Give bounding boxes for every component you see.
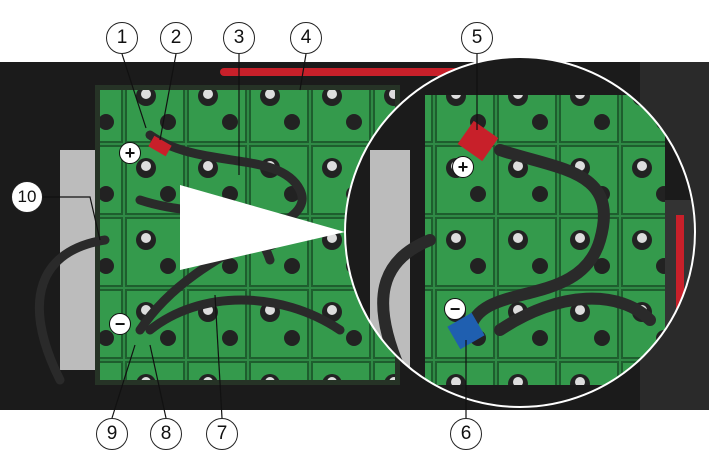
negative-sign-icon: −	[109, 313, 131, 335]
negative-sign-icon-magnified: −	[444, 298, 466, 320]
positive-sign-icon: +	[119, 142, 141, 164]
callout-8: 8	[150, 418, 182, 450]
callout-1: 1	[106, 22, 138, 54]
callout-9: 9	[96, 418, 128, 450]
leader-lines	[43, 53, 478, 419]
callout-7: 7	[206, 418, 238, 450]
magnified-view	[345, 57, 695, 407]
negative-terminal	[447, 312, 485, 350]
callout-10: 10	[11, 181, 43, 213]
positive-terminal-small	[148, 135, 172, 157]
positive-sign-icon-magnified: +	[452, 156, 474, 178]
callout-3: 3	[223, 22, 255, 54]
callout-4: 4	[290, 22, 322, 54]
positive-terminal	[457, 120, 499, 162]
callout-6: 6	[450, 418, 482, 450]
callout-2: 2	[160, 22, 192, 54]
callout-5: 5	[461, 22, 493, 54]
